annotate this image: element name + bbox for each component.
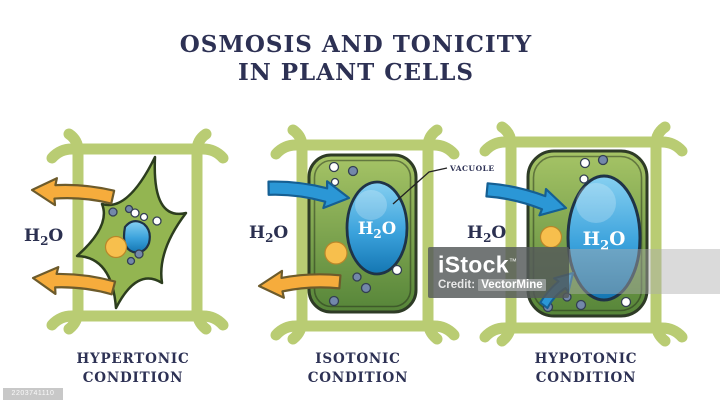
- caption-hypotonic: HYPOTONIC CONDITION: [486, 350, 686, 388]
- h2o-label-vacuole-isotonic: H2O: [358, 219, 396, 241]
- cell-membrane: [313, 159, 412, 308]
- h2o-label-hypotonic: H2O: [467, 223, 506, 245]
- organelle-yellow: [324, 241, 348, 265]
- vacuole: [345, 180, 409, 276]
- trademark-icon: ™: [508, 257, 518, 266]
- water-outflow-arrow-top-icon: [30, 177, 116, 207]
- cell-wall-top: [479, 136, 688, 157]
- page-title: OSMOSIS AND TONICITY IN PLANT CELLS: [0, 31, 712, 87]
- caption-line-2: CONDITION: [535, 370, 637, 386]
- caption-line-2: CONDITION: [307, 370, 409, 386]
- vacuole-callout-label: VACUOLE: [449, 164, 495, 173]
- caption-line-2: CONDITION: [82, 370, 184, 386]
- watermark-brand: iStock™: [438, 251, 518, 278]
- organelle-yellow: [539, 225, 563, 249]
- caption-line-1: ISOTONIC: [315, 351, 401, 367]
- cell-wall-right: [422, 124, 443, 345]
- water-outflow-arrow-icon: [257, 269, 342, 299]
- solute-dots: [328, 161, 403, 307]
- water-outflow-arrow-bottom-icon: [31, 265, 117, 296]
- solute-dots: [108, 204, 162, 266]
- cell-wall-left: [287, 124, 308, 345]
- vacuole-highlight: [576, 183, 616, 223]
- watermark-credit: Credit: VectorMine: [438, 278, 569, 293]
- watermark-box: iStock™ Credit: VectorMine: [428, 247, 569, 298]
- cell-membrane: [532, 155, 643, 312]
- cell-wall-top: [270, 139, 460, 160]
- cell-wall-bottom: [46, 310, 229, 331]
- cell-wall: [270, 124, 460, 345]
- h2o-label-isotonic: H2O: [249, 223, 288, 245]
- h2o-label-hypertonic: H2O: [24, 226, 63, 248]
- cell-wall-right: [191, 128, 212, 335]
- vacuole-callout-line: [392, 167, 448, 205]
- caption-hypertonic: HYPERTONIC CONDITION: [33, 350, 233, 388]
- watermark-asset-id: 2203741110: [3, 388, 63, 400]
- cell-wall-left: [496, 121, 517, 347]
- shrunken-vacuole: [122, 220, 151, 254]
- water-inflow-arrow-icon: [267, 180, 351, 210]
- watermark-credit-name: VectorMine: [478, 278, 546, 291]
- h2o-label-vacuole-hypotonic: H2O: [583, 229, 626, 254]
- vacuole-highlight: [355, 190, 387, 220]
- organelle-yellow: [104, 235, 128, 259]
- cell-wall-bottom: [479, 322, 688, 343]
- cell-wall: [479, 121, 688, 347]
- cell-wall: [46, 128, 229, 335]
- title-line-2: IN PLANT CELLS: [237, 59, 475, 86]
- caption-line-1: HYPOTONIC: [534, 351, 638, 367]
- panel-isotonic-figure: VACUOLE H2O H2O: [249, 124, 495, 345]
- cell-wall-right: [650, 121, 671, 347]
- cell-wall-bottom: [270, 320, 460, 341]
- water-inflow-arrow-top-icon: [485, 182, 568, 217]
- panel-hypotonic-figure: H2O H2O: [467, 121, 688, 347]
- cell-wall-top: [46, 143, 229, 164]
- title-line-1: OSMOSIS AND TONICITY: [179, 31, 533, 58]
- panel-hypertonic-figure: H2O: [24, 128, 229, 335]
- caption-isotonic: ISOTONIC CONDITION: [258, 350, 458, 388]
- watermark-band: [569, 249, 720, 294]
- caption-line-1: HYPERTONIC: [76, 351, 190, 367]
- cell-wall-left: [63, 128, 84, 335]
- vacuole: [566, 174, 642, 302]
